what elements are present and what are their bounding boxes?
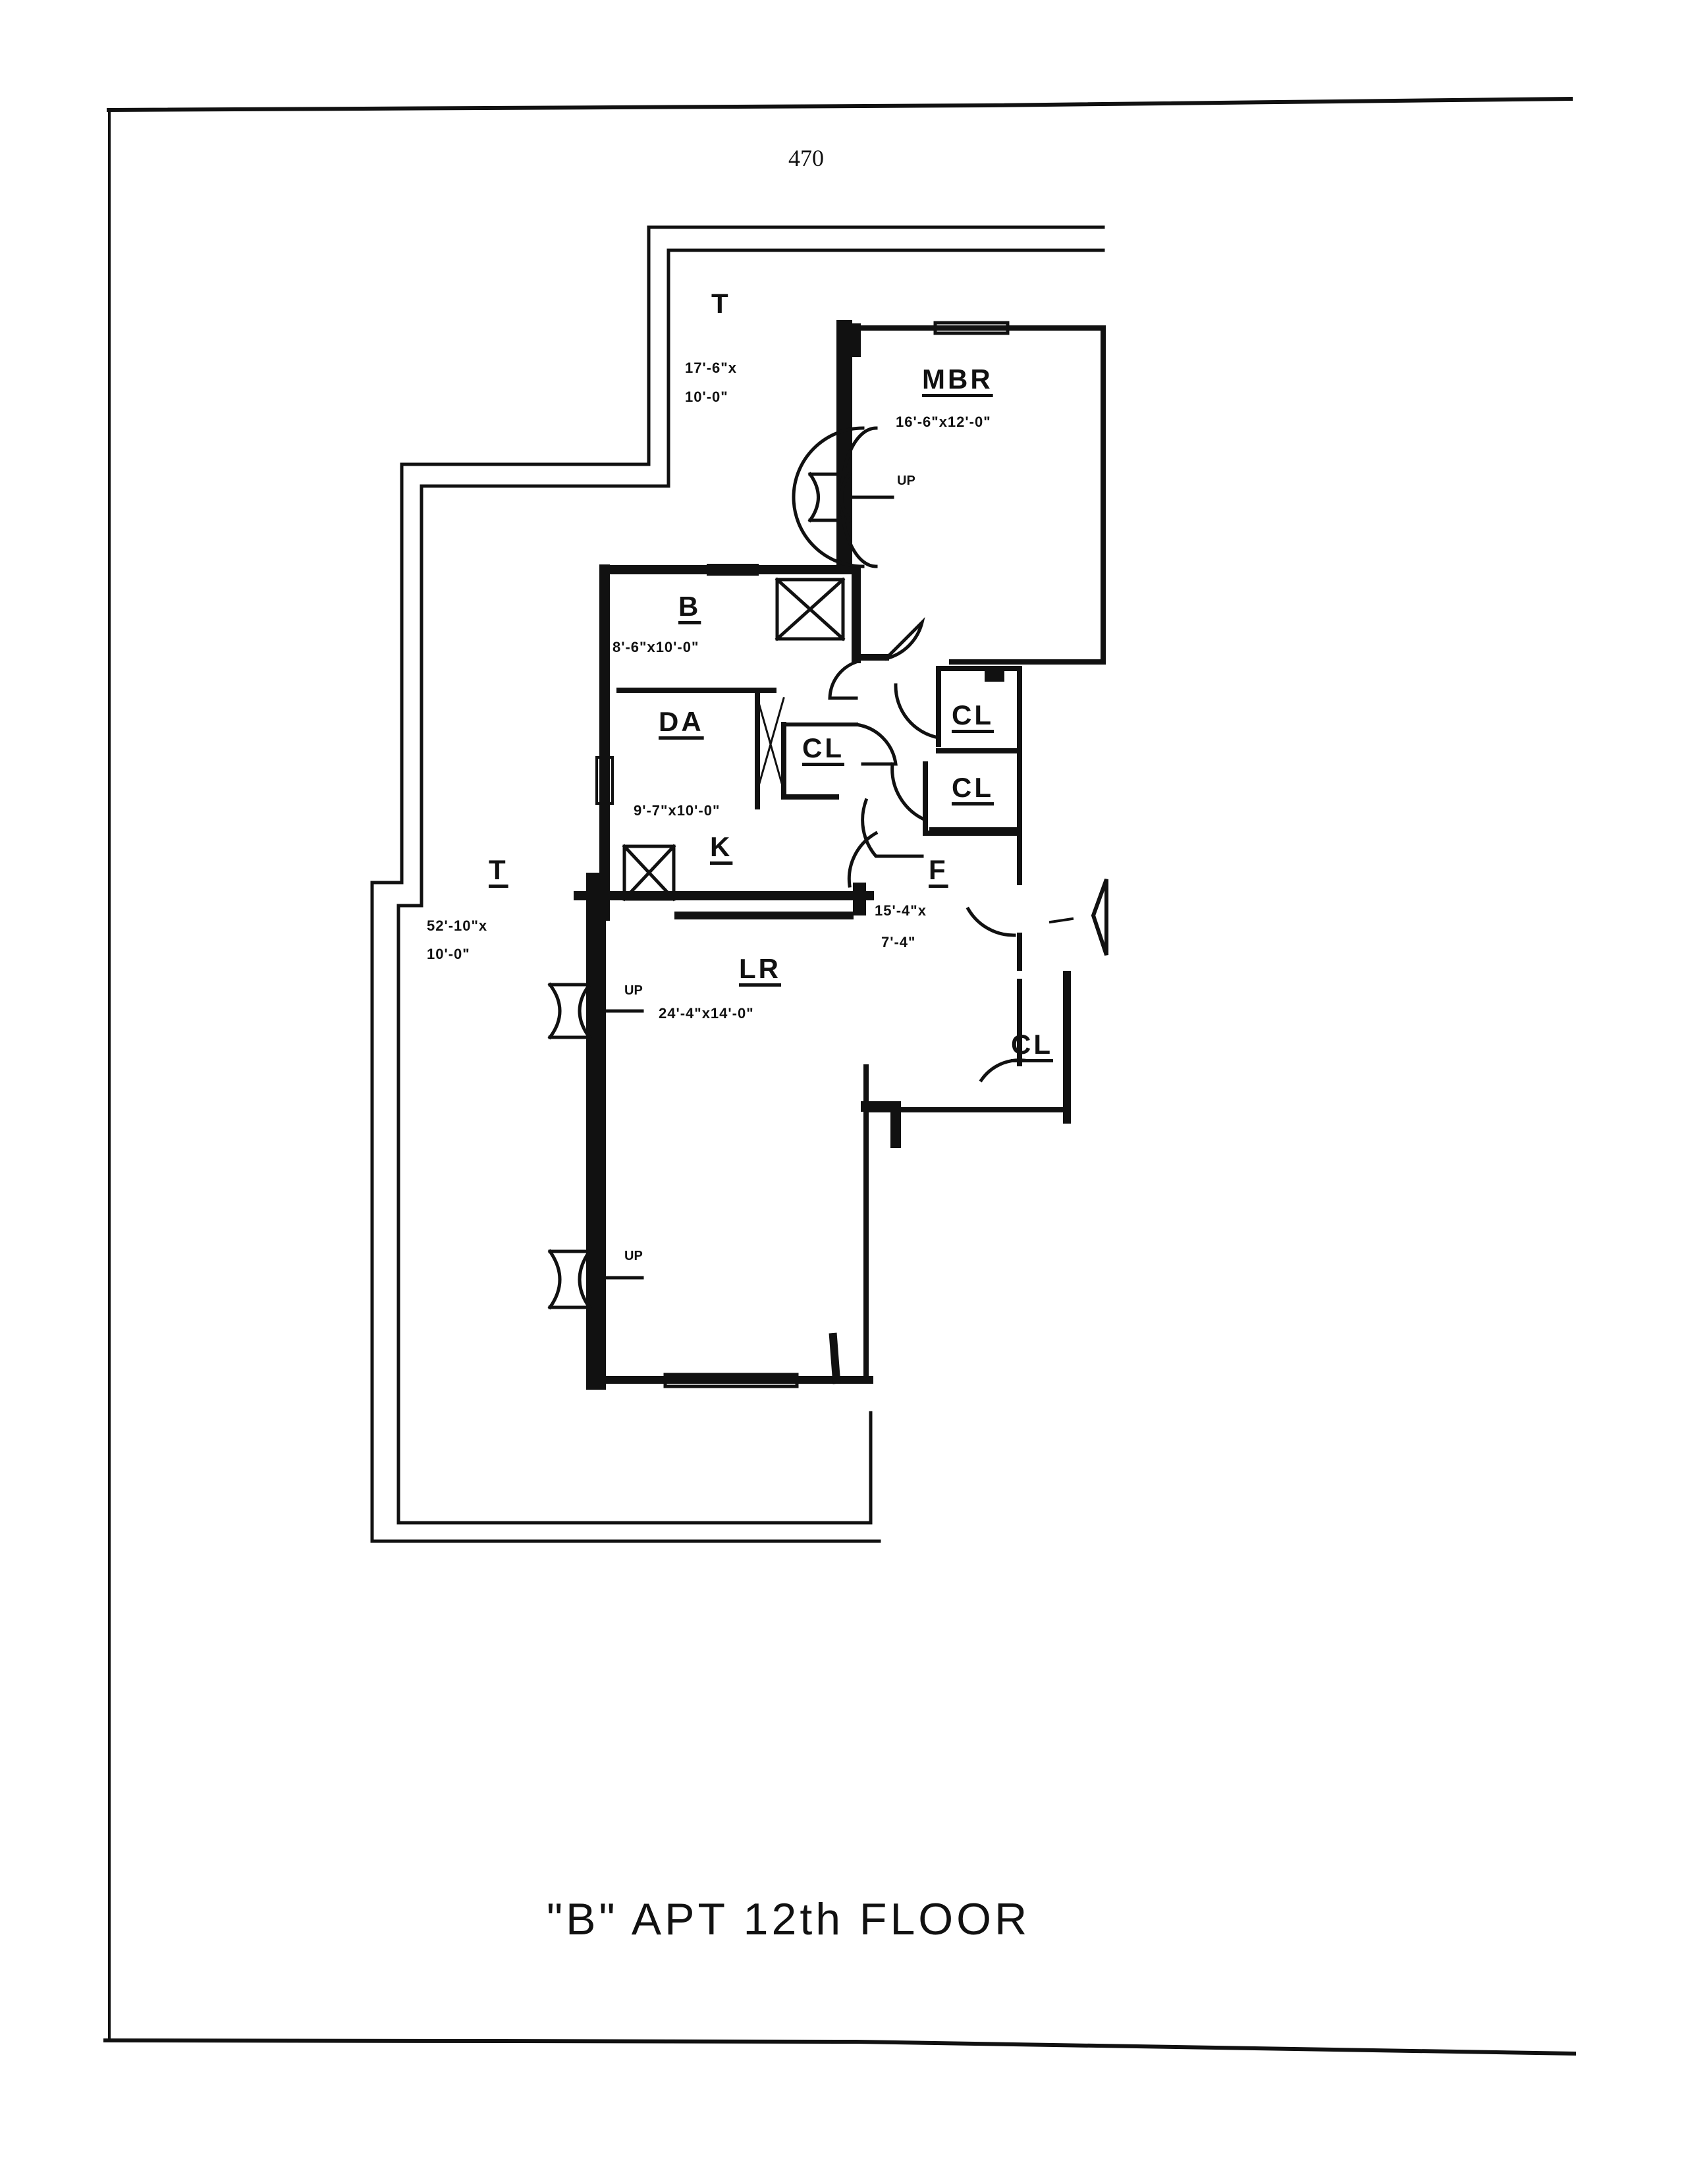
closet-label-1: CL	[802, 732, 844, 763]
living-window	[663, 1373, 799, 1388]
cl-door-jamb	[985, 669, 1004, 682]
dining-label: DA	[659, 706, 704, 737]
page-number: 470	[788, 145, 824, 171]
foyer-dim-1: 15'-4"x	[875, 902, 927, 919]
door-swings	[828, 616, 1026, 1083]
shaft-bath	[775, 577, 846, 642]
bath-window	[707, 564, 759, 576]
closet-label-2: CL	[952, 699, 994, 730]
closet-label-3: CL	[952, 772, 994, 803]
dining-kitchen-walls	[674, 689, 858, 919]
foyer-label: F	[929, 854, 948, 885]
terrace-left-label: T	[489, 854, 508, 885]
dining-dim: 9'-7"x10'-0"	[634, 802, 721, 819]
terrace-outline	[370, 225, 1105, 1543]
stair-up-label-lr-upper: UP	[624, 983, 643, 998]
closet-walls	[923, 666, 1022, 971]
mbr-window	[933, 321, 1010, 335]
living-dim: 24'-4"x14'-0"	[659, 1005, 754, 1022]
bath-walls	[599, 564, 889, 921]
stair-mbr	[792, 426, 894, 568]
stair-lr-lower	[547, 1249, 644, 1310]
stair-up-label-lr-lower: UP	[624, 1249, 643, 1263]
bath-dim: 8'-6"x10'-0"	[613, 639, 699, 655]
stair-up-label-mbr: UP	[897, 474, 915, 488]
frame-top-rule	[106, 96, 1573, 113]
mbr-label: MBR	[922, 364, 993, 395]
terrace-left-dim-1: 52'-10"x	[427, 917, 488, 934]
closet-label-4: CL	[1011, 1029, 1053, 1060]
dining-window	[595, 756, 614, 805]
living-window-edge	[829, 1332, 841, 1384]
mbr-dim: 16'-6"x12'-0"	[896, 414, 991, 430]
plan-title: "B" APT 12th FLOOR	[547, 1894, 1031, 1944]
stair-lr-upper	[547, 982, 644, 1040]
frame-bottom-rule	[103, 2038, 1577, 2056]
living-label: LR	[739, 953, 781, 984]
entry-marker	[1091, 878, 1108, 956]
kitchen-label: K	[710, 831, 733, 862]
bath-label: B	[678, 591, 701, 622]
terrace-top-dim-2: 10'-0"	[685, 389, 728, 405]
foyer-dim-2: 7'-4"	[881, 934, 916, 950]
terrace-top-label: T	[711, 288, 731, 319]
living-room-walls	[574, 873, 1071, 1390]
terrace-left-dim-2: 10'-0"	[427, 946, 470, 962]
terrace-top-dim-1: 17'-6"x	[685, 360, 737, 376]
